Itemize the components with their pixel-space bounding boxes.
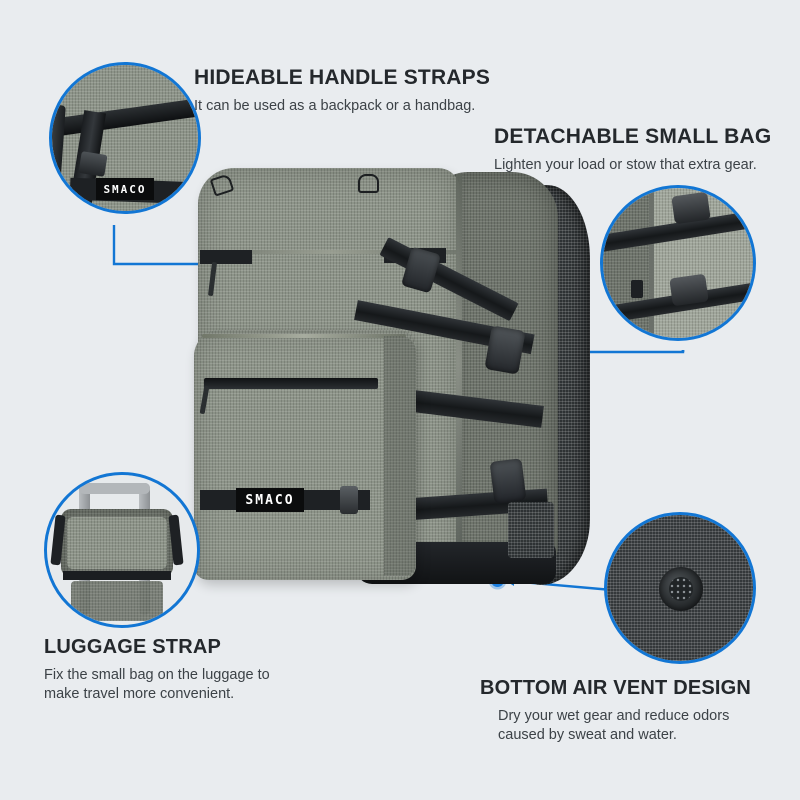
inset-brand-logo: SMACO [96,178,154,200]
corner-loop-right-icon [358,174,379,193]
callout-handle-straps-desc: It can be used as a backpack or a handba… [194,98,476,114]
inset-air-vent [604,512,756,664]
brand-logo: SMACO [236,488,304,512]
main-bag-top-zipper [204,250,456,254]
main-bag-side-seam [456,174,462,554]
small-bag-front-zipper [204,378,378,389]
callout-luggage-strap: LUGGAGE STRAP Fix the small bag on the l… [44,636,270,704]
small-bag-top-seam [202,334,406,338]
callout-air-vent-title: BOTTOM AIR VENT DESIGN [480,677,752,699]
inset-buckle-bottom [669,273,709,307]
callout-air-vent-desc-line1: Dry your wet gear and reduce odors [498,708,730,724]
bottom-air-vent-panel-right [508,502,554,558]
detachable-small-bag [194,330,416,580]
inset-buckle-straps [600,185,756,341]
callout-luggage-strap-desc: Fix the small bag on the luggage to make… [44,666,270,704]
logo-strap-buckle [340,486,358,514]
callout-handle-straps-title: HIDEABLE HANDLE STRAPS [194,66,491,89]
callout-small-bag-desc: Lighten your load or stow that extra gea… [494,157,757,173]
inset-luggage-mount [44,472,200,628]
callout-small-bag-title: DETACHABLE SMALL BAG [494,125,772,148]
small-bag-side-edge [384,336,416,576]
brand-logo-text: SMACO [245,492,295,508]
callout-luggage-strap-desc-line2: make travel more convenient. [44,686,235,703]
callout-luggage-strap-desc-line1: Fix the small bag on the luggage to [44,667,270,683]
callout-luggage-strap-title: LUGGAGE STRAP [44,636,222,658]
inset-brand-logo-text: SMACO [103,182,147,196]
callout-small-bag: DETACHABLE SMALL BAG Lighten your load o… [494,125,771,175]
callout-air-vent: BOTTOM AIR VENT DESIGN Dry your wet gear… [480,677,751,745]
product-illustration: SMACO [188,150,608,600]
main-bag-top-strap-left [200,250,252,264]
inset-buckle-top [671,191,711,225]
callout-air-vent-desc: Dry your wet gear and reduce odors cause… [498,707,751,745]
inset-handle-straps: SMACO [49,62,201,214]
callout-handle-straps: HIDEABLE HANDLE STRAPS It can be used as… [194,66,490,116]
air-vent-holes [669,577,693,601]
callout-air-vent-desc-line2: caused by sweat and water. [498,727,677,744]
buckle-lower [489,458,527,504]
